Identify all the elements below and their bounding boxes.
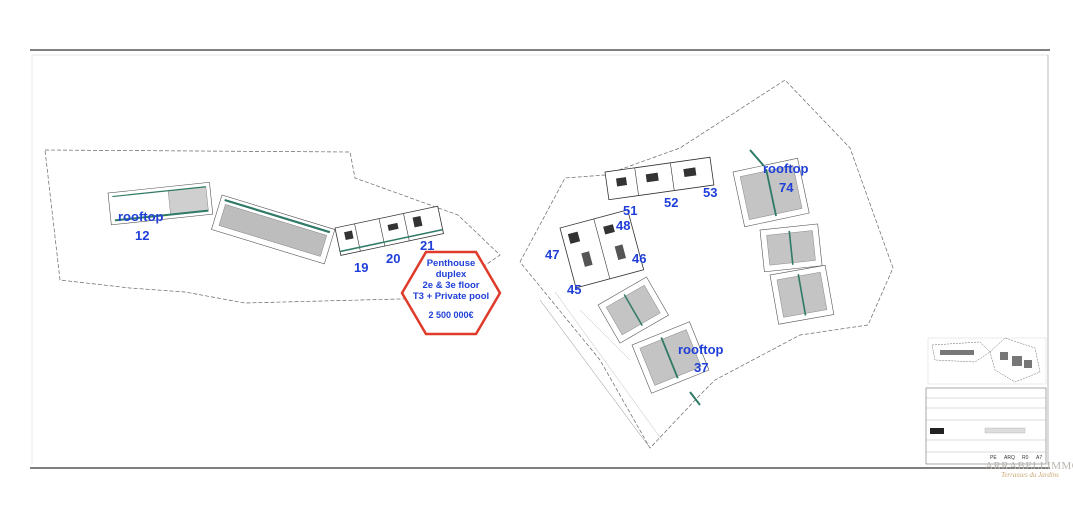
building-19-21 — [334, 205, 445, 256]
parcel-boundary-right — [519, 79, 894, 449]
label-rooftop-bottom: rooftop — [678, 342, 724, 357]
label-unit-53: 53 — [703, 185, 718, 200]
building-51-53 — [604, 156, 715, 201]
building-right-low — [769, 264, 835, 325]
title-block-rev-pe: PE — [990, 455, 997, 461]
building-lower-a — [597, 276, 669, 344]
building-37 — [631, 321, 710, 394]
watermark: ARRABELLIMMO Terrasses du Jardins — [985, 460, 1073, 479]
building-74 — [732, 157, 810, 228]
label-unit-47: 47 — [545, 247, 560, 262]
label-unit-48: 48 — [616, 218, 631, 233]
callout-line-4: T3 + Private pool — [412, 291, 490, 302]
callout-price: 2 500 000€ — [428, 310, 474, 320]
key-plan — [927, 337, 1047, 385]
title-block-rev-r0: R0 — [1022, 455, 1029, 461]
title-block-rev-arq: ARQ — [1004, 455, 1015, 461]
building-45-48 — [559, 209, 645, 289]
label-unit-52: 52 — [664, 195, 679, 210]
hexagon-outline — [400, 250, 502, 336]
building-right-mid — [759, 223, 823, 273]
penthouse-callout: Penthouse duplex 2e & 3e floor T3 + Priv… — [400, 250, 502, 336]
label-unit-20: 20 — [386, 251, 401, 266]
label-unit-45: 45 — [567, 282, 582, 297]
callout-description: Penthouse duplex 2e & 3e floor T3 + Priv… — [400, 258, 502, 302]
callout-line-2: duplex — [435, 269, 467, 280]
label-unit-46: 46 — [632, 251, 647, 266]
watermark-tagline: Terrasses du Jardins — [1001, 471, 1059, 479]
title-block-rev-a7: A7 — [1036, 455, 1043, 461]
building-12 — [107, 182, 214, 226]
label-unit-12: 12 — [135, 228, 150, 243]
callout-line-1: Penthouse — [426, 258, 476, 269]
title-block — [925, 387, 1047, 465]
label-unit-19: 19 — [354, 260, 369, 275]
watermark-brand: ARRABELLIMMO — [985, 460, 1073, 472]
label-unit-21: 21 — [420, 238, 435, 253]
callout-line-3: 2e & 3e floor — [422, 280, 480, 291]
parcel-boundary-left — [44, 149, 501, 304]
label-rooftop-left: rooftop — [118, 209, 164, 224]
building-middle-left — [211, 194, 336, 265]
label-unit-74: 74 — [779, 180, 794, 195]
label-rooftop-right: rooftop — [763, 161, 809, 176]
label-unit-37: 37 — [694, 360, 709, 375]
label-unit-51: 51 — [623, 203, 638, 218]
